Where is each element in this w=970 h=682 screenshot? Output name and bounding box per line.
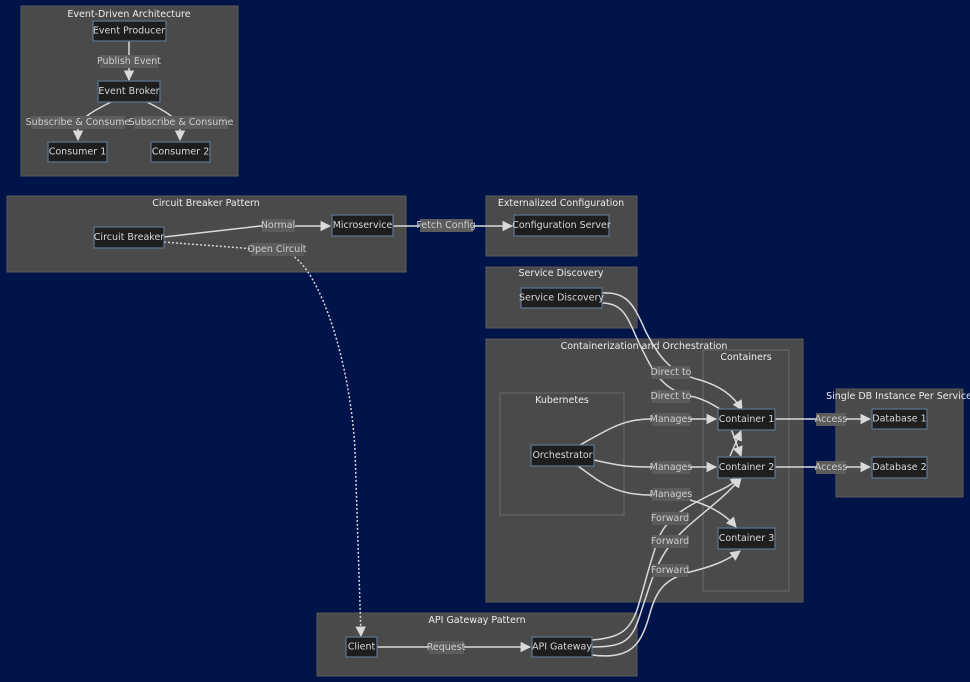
svg-text:Event Broker: Event Broker xyxy=(98,86,159,97)
svg-text:Access: Access xyxy=(815,414,848,425)
svg-text:Access: Access xyxy=(815,462,848,473)
edge-label: Fetch Config xyxy=(416,219,476,232)
cluster-title: Service Discovery xyxy=(518,268,603,279)
edge-circuitbreaker-microservice[interactable] xyxy=(163,220,332,238)
cluster-title: Kubernetes xyxy=(535,395,589,406)
svg-text:Subscribe & Consume: Subscribe & Consume xyxy=(26,117,131,128)
svg-text:Forward: Forward xyxy=(651,565,689,576)
svg-text:Configuration Server: Configuration Server xyxy=(512,220,611,231)
node-configuration-server[interactable]: Configuration Server xyxy=(512,214,611,237)
svg-text:Direct to: Direct to xyxy=(650,367,691,378)
edge-orchestrator-container3[interactable] xyxy=(577,465,737,528)
node-container-3[interactable]: Container 3 xyxy=(717,527,776,550)
edge-label: Access xyxy=(815,461,848,474)
svg-text:Open Circuit: Open Circuit xyxy=(248,244,307,255)
edge-label: Direct to xyxy=(650,390,692,403)
svg-text:Event Producer: Event Producer xyxy=(93,26,165,37)
cluster-title: Containers xyxy=(720,352,771,363)
svg-text:Consumer 2: Consumer 2 xyxy=(152,147,210,158)
svg-text:Container 2: Container 2 xyxy=(719,462,775,473)
svg-text:Fetch Config: Fetch Config xyxy=(416,220,475,231)
svg-text:Direct to: Direct to xyxy=(650,391,691,402)
svg-text:Subscribe & Consume: Subscribe & Consume xyxy=(129,117,234,128)
svg-text:Manages: Manages xyxy=(650,462,693,473)
svg-text:Client: Client xyxy=(348,642,376,653)
edge-label: Forward xyxy=(651,535,689,548)
svg-text:Publish Event: Publish Event xyxy=(97,56,161,67)
edge-label: Forward xyxy=(651,564,689,577)
cluster-title: Event-Driven Architecture xyxy=(67,9,190,20)
svg-text:Microservice: Microservice xyxy=(333,220,393,231)
svg-text:Request: Request xyxy=(427,642,466,653)
svg-text:Database 1: Database 1 xyxy=(872,414,926,425)
node-orchestrator[interactable]: Orchestrator xyxy=(530,444,595,467)
cluster-title: Externalized Configuration xyxy=(498,198,624,209)
svg-text:Orchestrator: Orchestrator xyxy=(532,450,592,461)
node-microservice[interactable]: Microservice xyxy=(331,214,394,237)
svg-text:Service Discovery: Service Discovery xyxy=(519,293,604,304)
svg-text:Normal: Normal xyxy=(261,220,295,231)
edge-circuitbreaker-client[interactable] xyxy=(163,241,366,638)
node-container-2[interactable]: Container 2 xyxy=(717,456,776,479)
node-database-2[interactable]: Database 2 xyxy=(871,456,928,479)
svg-text:Circuit Breaker: Circuit Breaker xyxy=(94,232,164,243)
edge-apigateway-container3[interactable] xyxy=(591,550,741,657)
edge-label: Normal xyxy=(261,219,295,232)
edge-label: Forward xyxy=(651,512,689,525)
svg-text:Manages: Manages xyxy=(650,489,693,500)
edge-orchestrator-container2[interactable] xyxy=(593,459,718,473)
edge-label: Manages xyxy=(650,413,693,426)
node-event-broker[interactable]: Event Broker xyxy=(97,80,161,103)
svg-text:Container 3: Container 3 xyxy=(719,533,775,544)
node-service-discovery[interactable]: Service Discovery xyxy=(519,287,604,309)
svg-text:Consumer 1: Consumer 1 xyxy=(49,147,107,158)
node-consumer-2[interactable]: Consumer 2 xyxy=(150,141,211,163)
edge-label: Direct to xyxy=(650,366,692,379)
cluster-title: Single DB Instance Per Service xyxy=(826,391,970,402)
svg-text:Manages: Manages xyxy=(650,414,693,425)
edge-label: Manages xyxy=(650,488,693,501)
edge-orchestrator-container1[interactable] xyxy=(579,413,718,446)
node-database-1[interactable]: Database 1 xyxy=(871,408,928,430)
cluster-title: API Gateway Pattern xyxy=(428,615,525,626)
edge-label: Request xyxy=(427,641,466,654)
edge-label: Publish Event xyxy=(97,55,161,68)
cluster-title: Containerization and Orchestration xyxy=(561,341,728,352)
cluster-title: Circuit Breaker Pattern xyxy=(152,198,260,209)
svg-text:Container 1: Container 1 xyxy=(719,414,775,425)
node-client[interactable]: Client xyxy=(345,636,378,658)
node-consumer-1[interactable]: Consumer 1 xyxy=(47,141,108,163)
node-circuit-breaker[interactable]: Circuit Breaker xyxy=(93,226,165,249)
edge-label: Subscribe & Consume xyxy=(129,116,234,129)
svg-text:Forward: Forward xyxy=(651,513,689,524)
node-event-producer[interactable]: Event Producer xyxy=(92,20,167,42)
edge-container2-container1[interactable] xyxy=(729,430,742,457)
edge-label: Subscribe & Consume xyxy=(26,116,131,129)
cluster-single-db-instance: Single DB Instance Per Service xyxy=(826,388,970,498)
svg-text:Forward: Forward xyxy=(651,536,689,547)
svg-text:Database 2: Database 2 xyxy=(872,462,926,473)
edge-discovery-container1-a[interactable] xyxy=(599,292,743,411)
node-api-gateway[interactable]: API Gateway xyxy=(531,636,593,658)
edge-labels: Publish Event Subscribe & Consume Subscr… xyxy=(26,55,848,654)
edge-label: Manages xyxy=(650,461,693,474)
edge-label: Access xyxy=(815,413,848,426)
edge-label: Open Circuit xyxy=(248,243,307,256)
node-container-1[interactable]: Container 1 xyxy=(717,408,776,431)
svg-text:API Gateway: API Gateway xyxy=(532,642,592,653)
